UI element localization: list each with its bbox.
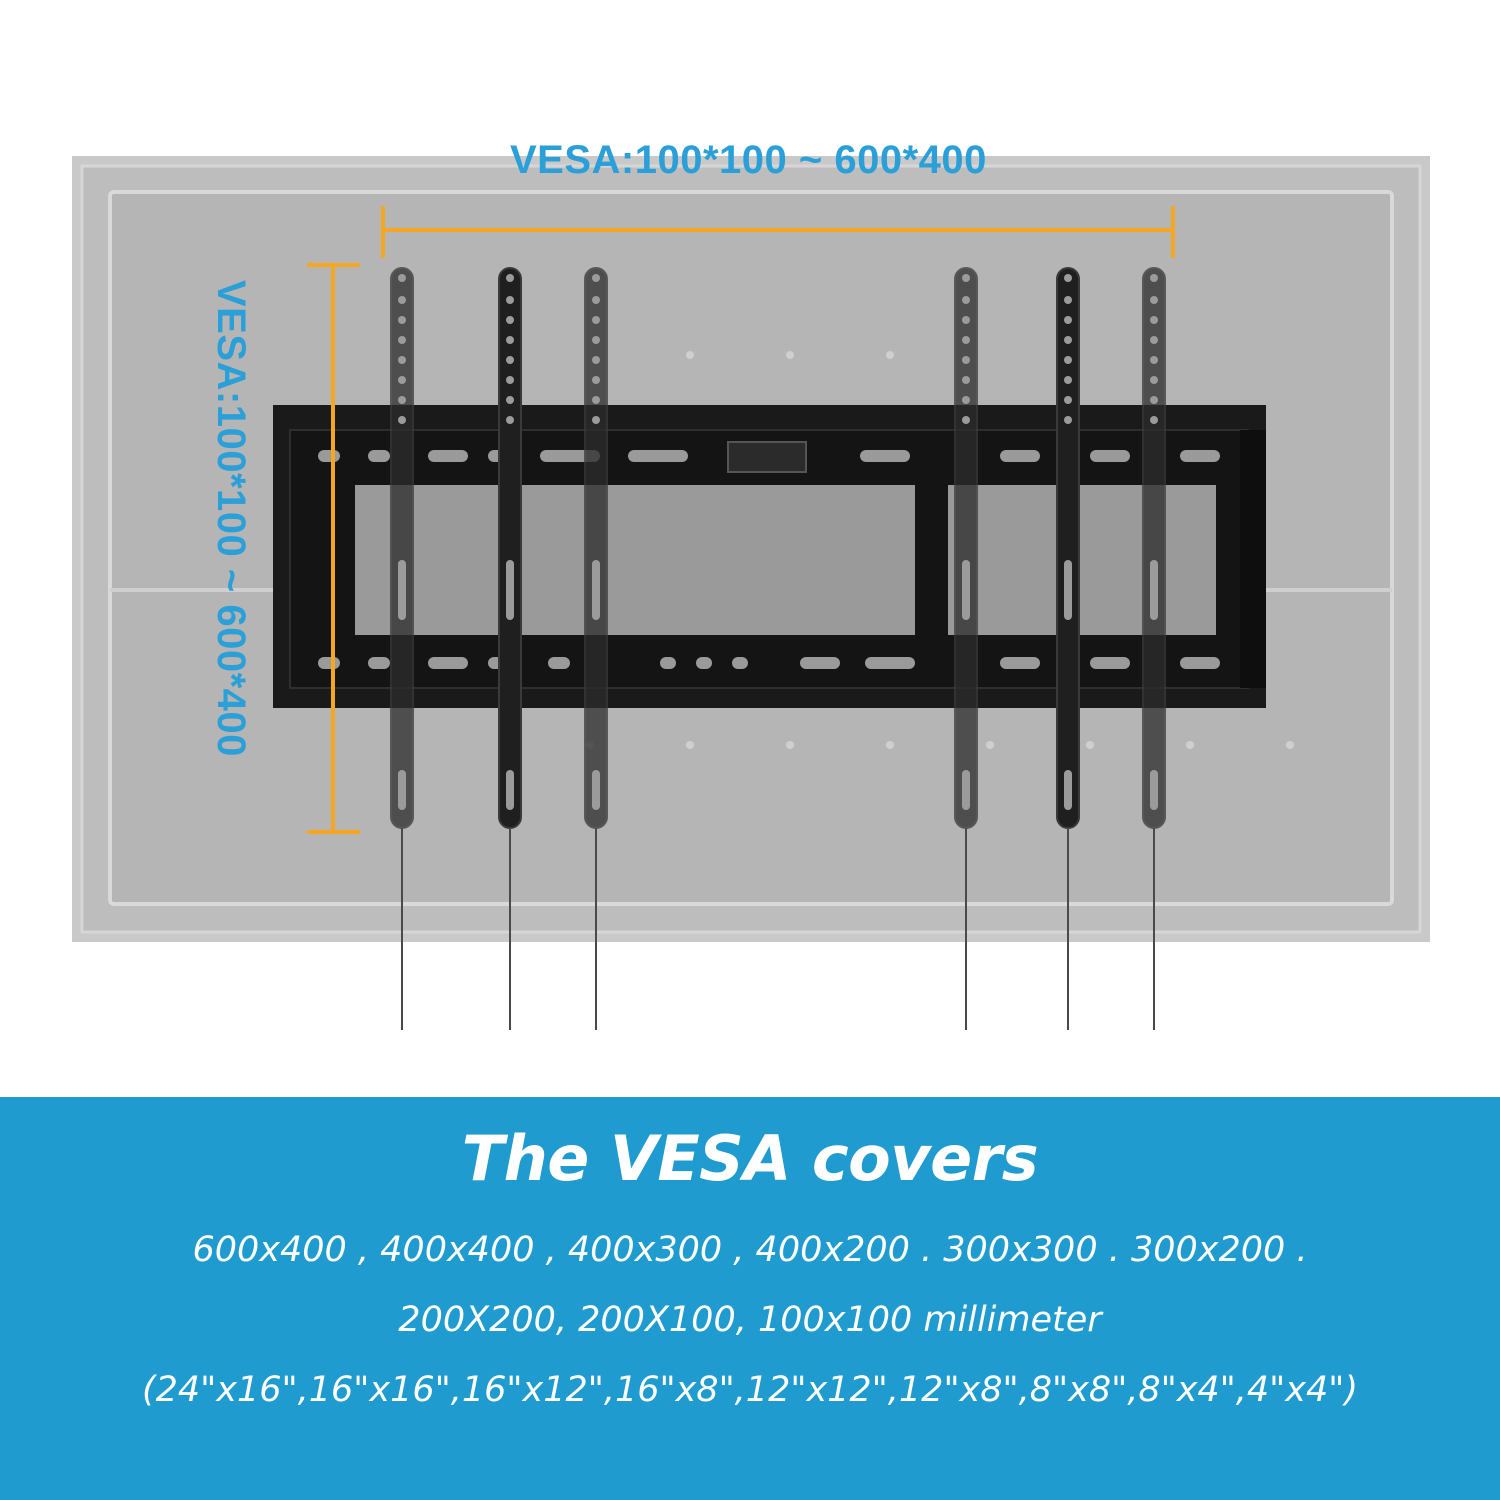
mounting-arm	[1056, 267, 1080, 1030]
vesa-sizes-inches-line: (24"x16",16"x16",16"x12",16"x8",12"x12",…	[141, 1370, 1358, 1410]
vesa-sizes-line: 200X200, 200X100, 100x100 millimeter	[398, 1300, 1102, 1340]
vesa-horizontal-label: VESA:100*100 ~ 600*400	[510, 138, 987, 182]
info-title: The VESA covers	[461, 1122, 1039, 1195]
vesa-sizes-line: 600x400 , 400x400 , 400x300 , 400x200 . …	[192, 1230, 1308, 1270]
horizontal-dimension-line	[381, 206, 1175, 258]
mounting-arm	[584, 267, 608, 1030]
mounting-arm	[1142, 267, 1166, 1030]
mounting-arm	[390, 267, 414, 1030]
mounting-arm	[954, 267, 978, 1030]
wall-mount-illustration	[72, 156, 1430, 1030]
vesa-vertical-label: VESA:100*100 ~ 600*400	[209, 280, 253, 757]
info-panel	[0, 1097, 1500, 1500]
mounting-arm	[498, 267, 522, 1030]
wall-plate	[273, 405, 1266, 708]
mounting-arms	[390, 267, 1166, 1030]
vertical-dimension-line	[307, 263, 360, 834]
